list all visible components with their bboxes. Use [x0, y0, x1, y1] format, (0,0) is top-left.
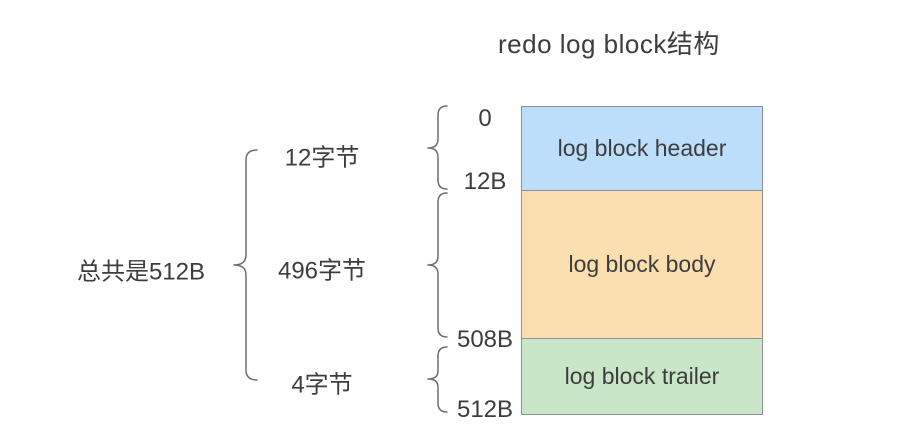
segment-label: log block trailer — [564, 363, 720, 389]
segment-log-block-body: log block body — [521, 190, 763, 339]
header-size-label: 12字节 — [284, 144, 360, 172]
offset-label-512b: 512B — [456, 396, 514, 423]
offset-label-12b: 12B — [463, 168, 507, 195]
segment-log-block-header: log block header — [521, 106, 763, 191]
total-size-label: 总共是512B — [76, 258, 206, 286]
brace-body-range-icon — [427, 192, 448, 338]
block-stack: log block header log block body log bloc… — [521, 106, 763, 415]
brace-total-icon — [233, 149, 258, 381]
offset-label-508b: 508B — [456, 326, 514, 353]
segment-label: log block header — [557, 135, 727, 161]
offset-label-0: 0 — [478, 105, 492, 132]
trailer-size-label: 4字节 — [291, 371, 353, 399]
body-size-label: 496字节 — [277, 257, 367, 285]
segment-log-block-trailer: log block trailer — [521, 338, 763, 415]
segment-label: log block body — [568, 251, 716, 277]
diagram-title: redo log block结构 — [498, 29, 720, 59]
